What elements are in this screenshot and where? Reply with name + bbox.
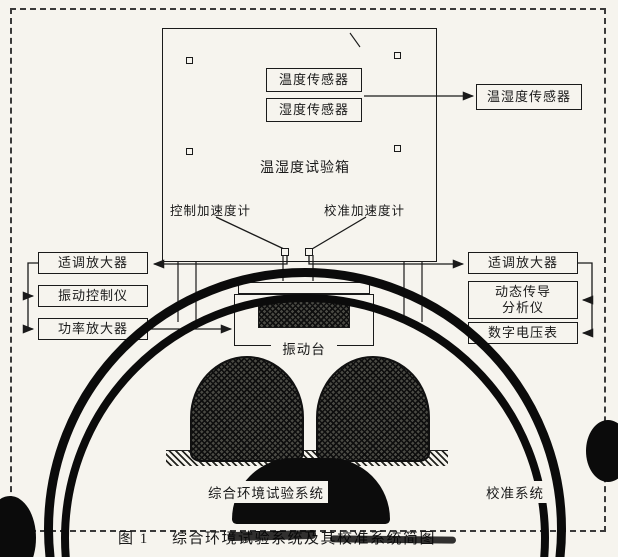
leader-calib-accel — [311, 216, 367, 250]
scan-blob-right — [586, 420, 618, 482]
combined-system-label: 综合环境试验系统 — [204, 481, 328, 503]
chamber-title: 温湿度试验箱 — [260, 161, 350, 176]
temp-sensor-label: 温度传感器 — [278, 71, 349, 87]
wire-accel-to-left-amp — [152, 252, 288, 269]
humidity-sensor-label: 湿度传感器 — [278, 101, 349, 117]
left-conditioning-amplifier-box: 适调放大器 — [38, 252, 148, 274]
right-conditioning-amplifier-label: 适调放大器 — [487, 254, 558, 270]
chamber-mount-square — [394, 145, 401, 152]
vibration-controller-label: 振动控制仪 — [57, 287, 128, 303]
wire-amp-to-analyzer — [578, 262, 594, 305]
chamber-mount-square — [394, 52, 401, 59]
leader-control-accel — [215, 216, 285, 250]
wire-analyzer-to-voltmeter — [581, 300, 594, 338]
dynamic-analyzer-label-line2: 分析仪 — [501, 300, 544, 315]
control-accel-label: 控制加速度计 — [170, 204, 252, 218]
control-accelerometer — [281, 248, 289, 256]
left-conditioning-amplifier-label: 适调放大器 — [57, 254, 128, 270]
calib-accelerometer — [305, 248, 313, 256]
chamber-mount-square — [186, 57, 193, 64]
temp-sensor-box: 温度传感器 — [266, 68, 362, 92]
power-amplifier-box: 功率放大器 — [38, 318, 148, 340]
ext-sensor-box: 温湿度传感器 — [476, 84, 582, 110]
wire-amp-to-controller — [22, 262, 38, 301]
wire-accel-to-right-amp — [308, 252, 465, 269]
power-amplifier-label: 功率放大器 — [57, 320, 128, 336]
scan-stray-mark — [349, 32, 361, 48]
calibration-system-label: 校准系统 — [482, 481, 548, 503]
chamber-mount-square — [186, 148, 193, 155]
dynamic-analyzer-box: 动态传导 分析仪 — [468, 281, 578, 319]
humidity-sensor-box: 湿度传感器 — [266, 98, 362, 122]
digital-voltmeter-label: 数字电压表 — [487, 324, 558, 340]
vibration-controller-box: 振动控制仪 — [38, 285, 148, 307]
ext-sensor-label: 温湿度传感器 — [486, 88, 571, 104]
right-conditioning-amplifier-box: 适调放大器 — [468, 252, 578, 274]
calib-accel-label: 校准加速度计 — [324, 204, 406, 218]
chamber-outline — [162, 28, 437, 262]
wire-controller-to-power — [22, 296, 35, 334]
dynamic-analyzer-label-line1: 动态传导 — [494, 283, 551, 299]
